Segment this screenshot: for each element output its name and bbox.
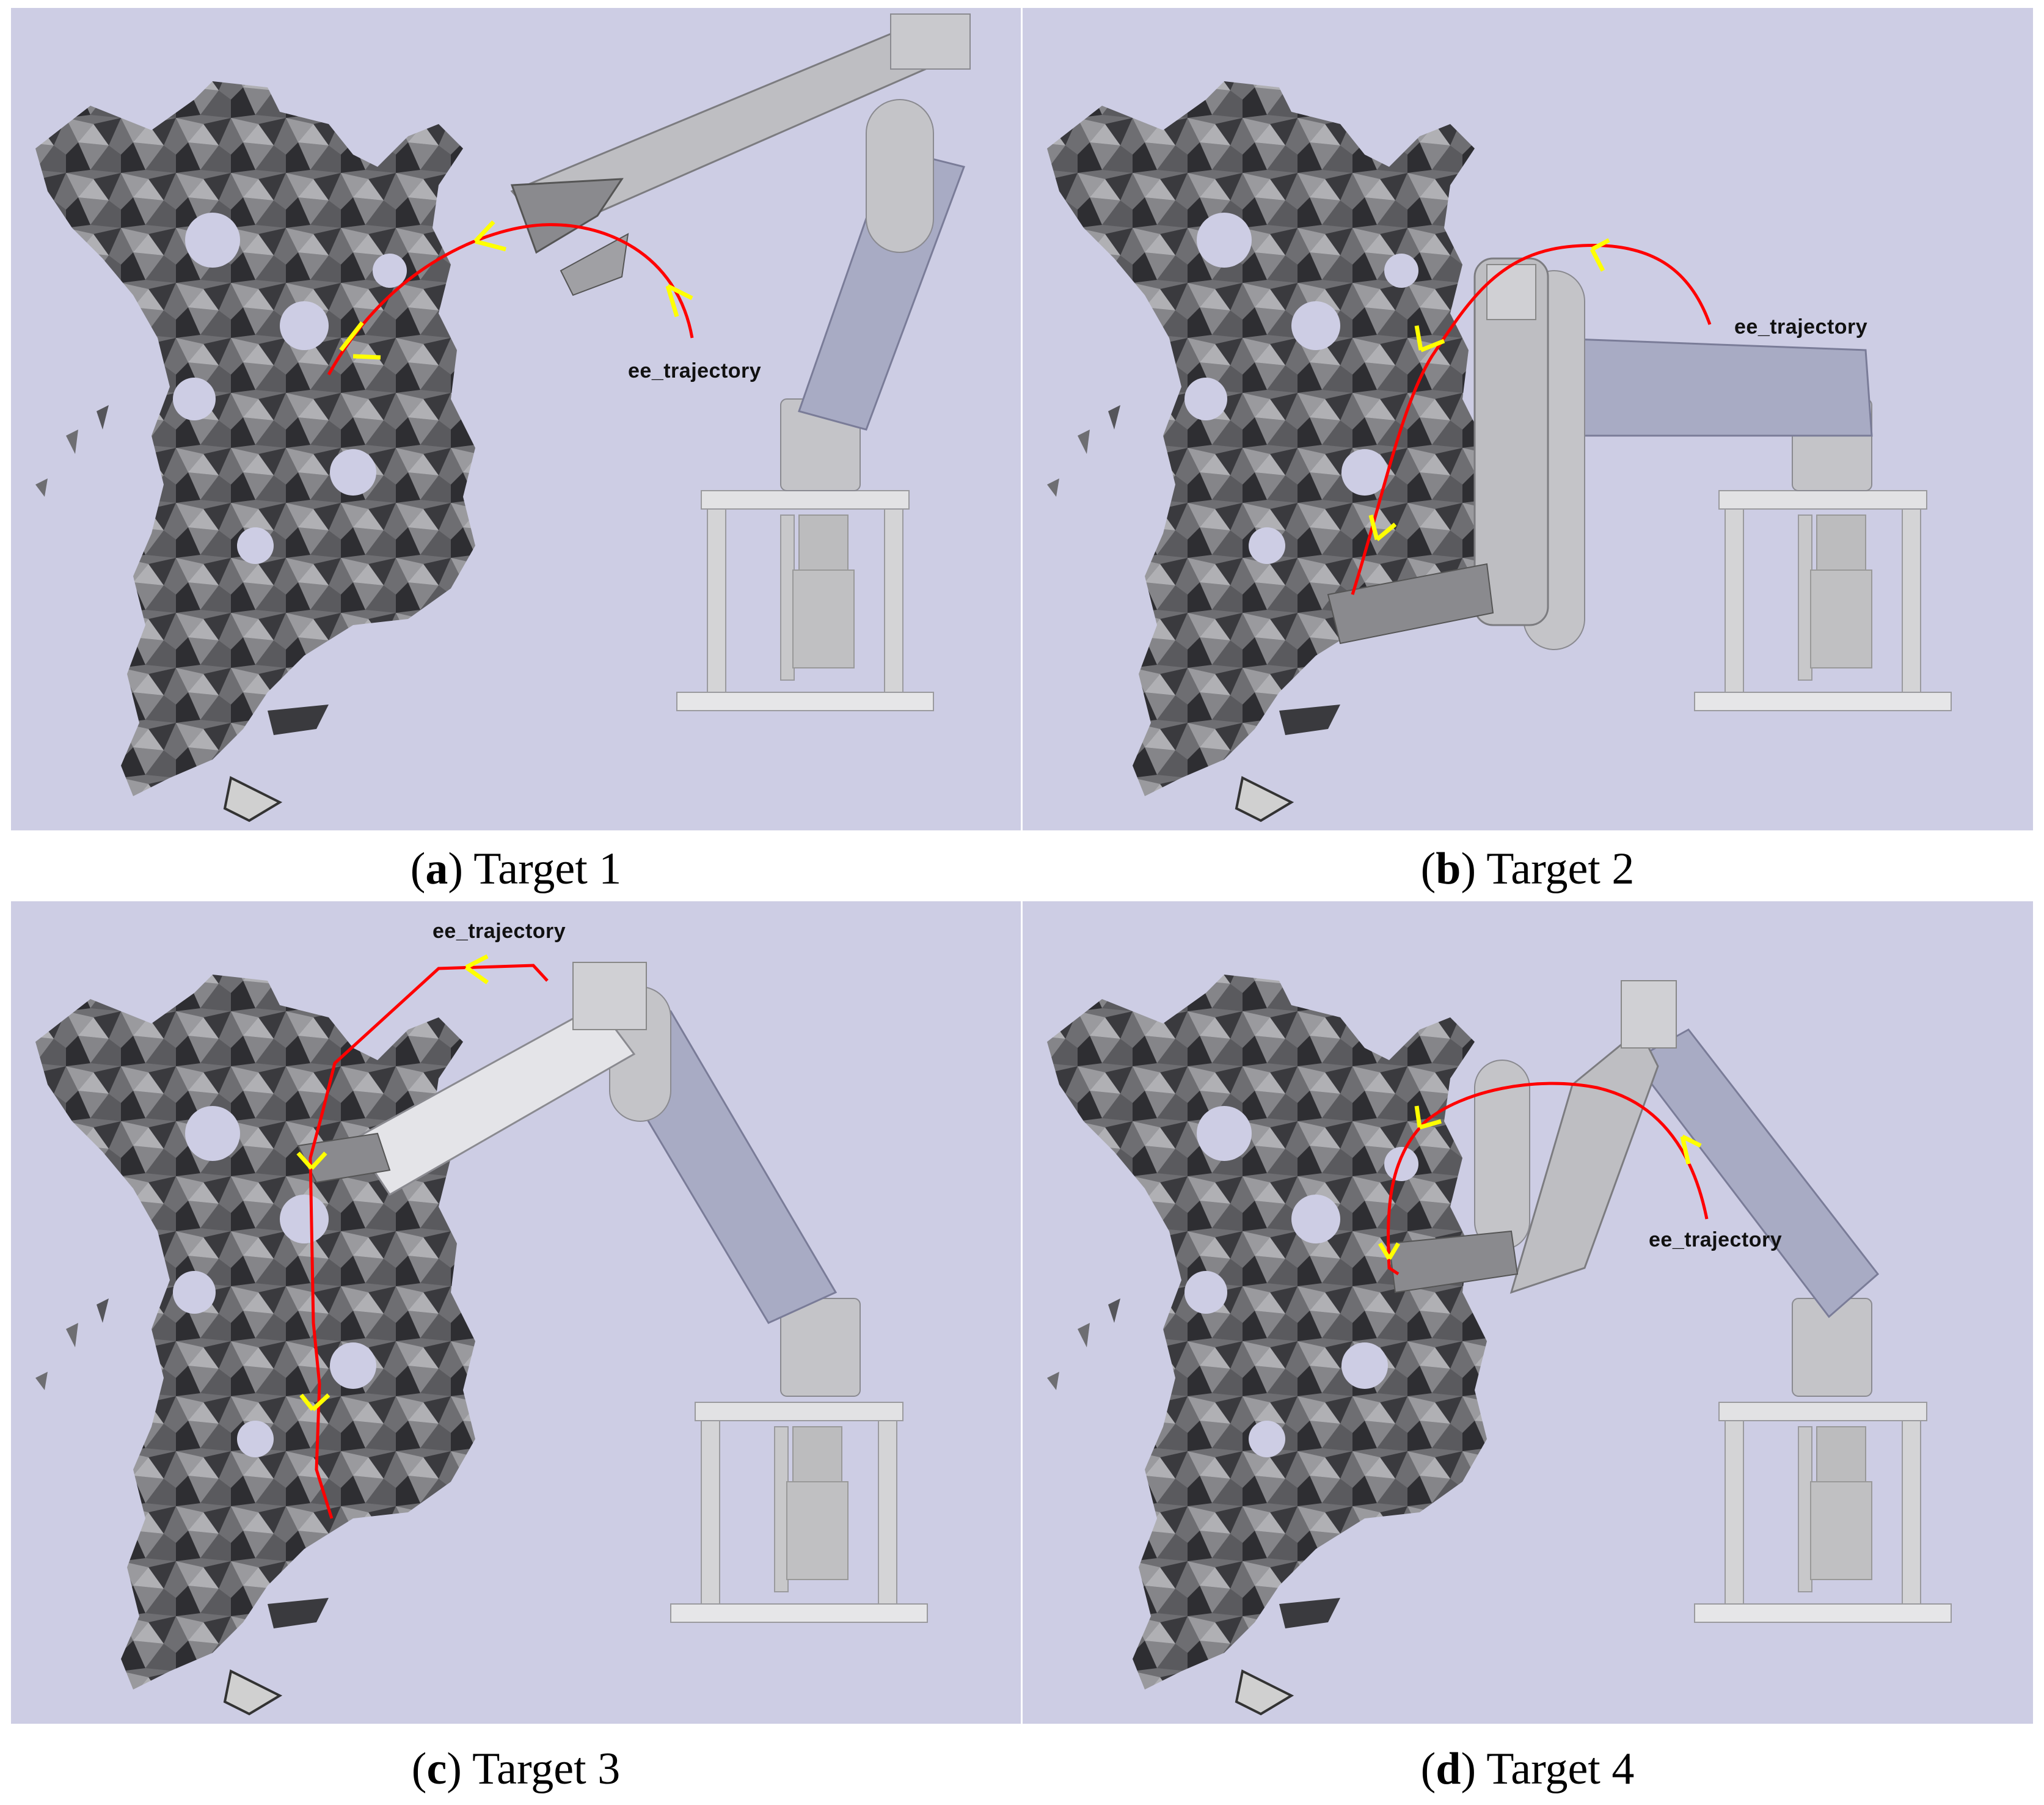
direction-arrow-icon: [1378, 1242, 1401, 1260]
robot-arm: [1327, 257, 1952, 711]
scene-b: [1046, 80, 1952, 822]
caption-letter: b: [1436, 844, 1461, 894]
direction-arrow-icon: [1680, 1134, 1702, 1165]
panel-c-image: ee_trajectory: [11, 901, 1021, 1724]
caption-a: (a) Target 1: [410, 844, 622, 894]
trajectory-path: [327, 220, 694, 376]
scene-c: [34, 954, 928, 1715]
rock-mesh: [1046, 80, 1488, 822]
trajectory-label: ee_trajectory: [1649, 1228, 1783, 1251]
direction-arrow-icon: [1368, 514, 1397, 541]
direction-arrow-icon: [473, 220, 506, 252]
caption-letter: a: [425, 844, 448, 894]
caption-letter: c: [426, 1744, 447, 1794]
robot-arm: [510, 13, 971, 711]
trajectory-path: [1378, 1082, 1709, 1276]
rock-mesh: [34, 80, 476, 822]
trajectory-path: [1351, 238, 1712, 595]
caption-text: Target 1: [473, 844, 622, 894]
trajectory-label: ee_trajectory: [628, 359, 762, 383]
direction-arrow-icon: [464, 954, 489, 984]
caption-text: Target 3: [472, 1744, 621, 1794]
direction-arrow-icon: [665, 284, 693, 318]
rock-mesh: [1046, 973, 1488, 1715]
trajectory-label: ee_trajectory: [433, 920, 566, 943]
direction-arrow-icon: [339, 321, 381, 360]
trajectory-label: ee_trajectory: [1734, 315, 1868, 339]
robot-arm: [297, 962, 928, 1623]
caption-letter: d: [1436, 1744, 1461, 1794]
trajectory-path: [296, 954, 549, 1519]
caption-c: (c) Target 3: [411, 1744, 621, 1794]
direction-arrow-icon: [1414, 1105, 1442, 1130]
direction-arrow-icon: [296, 1151, 327, 1170]
panel-a-image: ee_trajectory: [11, 8, 1021, 830]
direction-arrow-icon: [1414, 325, 1445, 353]
scene-a: [34, 13, 971, 822]
robot-arm: [1388, 980, 1952, 1623]
caption-text: Target 4: [1486, 1744, 1635, 1794]
panel-b-image: ee_trajectory: [1023, 8, 2033, 830]
direction-arrow-icon: [1590, 238, 1610, 272]
caption-text: Target 2: [1486, 844, 1635, 894]
panel-d-image: ee_trajectory: [1023, 901, 2033, 1724]
rock-mesh: [34, 973, 476, 1715]
caption-b: (b) Target 2: [1420, 844, 1635, 894]
direction-arrow-icon: [299, 1393, 330, 1411]
scene-d: [1046, 973, 1952, 1715]
caption-d: (d) Target 4: [1420, 1744, 1635, 1794]
